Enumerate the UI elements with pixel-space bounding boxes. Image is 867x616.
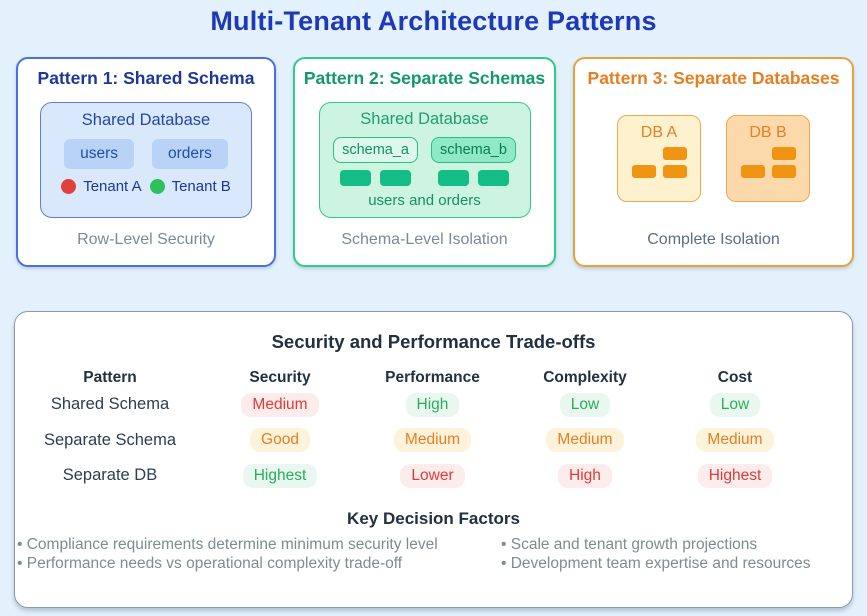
decision-item: • Performance needs vs operational compl… xyxy=(17,554,403,572)
decision-factors-columns: • Compliance requirements determine mini… xyxy=(15,535,852,573)
pattern-3-card: Pattern 3: Separate Databases DB A DB B xyxy=(573,57,854,267)
decision-item: • Development team expertise and resourc… xyxy=(501,554,811,572)
db-a-tables xyxy=(631,147,687,178)
tradeoffs-panel: Security and Performance Trade-offs Patt… xyxy=(14,311,853,608)
table-row: Shared Schema Medium High Low Low xyxy=(15,387,852,423)
table-icon xyxy=(340,170,372,186)
pattern-2-note: users and orders xyxy=(368,192,481,209)
pattern-1-caption: Row-Level Security xyxy=(77,231,215,248)
tenant-b-label: Tenant B xyxy=(171,178,231,195)
pattern-3-databases-row: DB A DB B xyxy=(617,115,810,202)
pattern-1-db-title: Shared Database xyxy=(81,111,211,129)
col-header-complexity: Complexity xyxy=(543,369,627,386)
value-pill: Highest xyxy=(242,463,318,488)
value-pill: Medium xyxy=(696,428,774,453)
schema-b-chip: schema_b xyxy=(431,137,516,163)
tradeoffs-header-row: Pattern Security Performance Complexity … xyxy=(15,369,852,387)
pattern-1-title: Pattern 1: Shared Schema xyxy=(37,68,255,88)
value-pill: Medium xyxy=(546,428,624,453)
db-b-tables xyxy=(740,147,796,178)
value-pill: Good xyxy=(250,428,310,453)
tenant-a-label: Tenant A xyxy=(83,178,142,195)
col-header-performance: Performance xyxy=(385,369,480,386)
decision-item: • Compliance requirements determine mini… xyxy=(17,535,438,553)
db-b-box: DB B xyxy=(726,115,810,202)
value-pill: Medium xyxy=(393,428,472,453)
schema-b-tables xyxy=(437,170,509,186)
value-pill: Medium xyxy=(241,392,319,417)
page-title: Multi-Tenant Architecture Patterns xyxy=(210,6,657,36)
table-row: Separate DB Highest Lower High Highest xyxy=(15,458,852,494)
decision-factors-title: Key Decision Factors xyxy=(347,508,520,528)
tenant-a-dot-icon xyxy=(61,179,77,194)
row-label: Separate DB xyxy=(62,466,158,485)
value-pill: Highest xyxy=(697,463,773,488)
pattern-1-shared-database-box: Shared Database users orders Tenant A Te… xyxy=(40,102,252,218)
pattern-1-card: Pattern 1: Shared Schema Shared Database… xyxy=(16,57,276,267)
db-b-label: DB B xyxy=(749,124,787,141)
row-label: Separate Schema xyxy=(43,430,177,449)
pattern-3-title: Pattern 3: Separate Databases xyxy=(587,68,840,88)
db-a-label: DB A xyxy=(640,124,678,141)
pattern-2-card: Pattern 2: Separate Schemas Shared Datab… xyxy=(293,57,556,267)
value-pill: High xyxy=(558,463,612,488)
pattern-3-caption: Complete Isolation xyxy=(647,231,780,248)
schema-a-tables xyxy=(340,170,412,186)
table-row: Separate Schema Good Medium Medium Mediu… xyxy=(15,423,852,459)
decision-factors-left: • Compliance requirements determine mini… xyxy=(17,535,501,573)
table-chip-orders: orders xyxy=(151,139,228,169)
pattern-2-title: Pattern 2: Separate Schemas xyxy=(303,68,546,88)
table-icon xyxy=(771,165,796,178)
col-header-cost: Cost xyxy=(717,369,753,386)
tradeoffs-title: Security and Performance Trade-offs xyxy=(271,331,596,352)
table-icon xyxy=(477,170,509,186)
schema-a-group: schema_a xyxy=(333,137,418,186)
pattern-2-db-title: Shared Database xyxy=(360,110,489,128)
value-pill: Low xyxy=(559,392,611,417)
table-icon xyxy=(380,170,412,186)
decision-factors-right: • Scale and tenant growth projections • … xyxy=(501,535,850,573)
tenant-b-dot-icon xyxy=(149,179,165,194)
schema-a-chip: schema_a xyxy=(333,137,418,163)
value-pill: Low xyxy=(709,392,761,417)
pattern-2-schemas-row: schema_a schema_b xyxy=(333,137,516,186)
schema-b-group: schema_b xyxy=(431,137,516,186)
tenant-legend: Tenant A Tenant B xyxy=(61,178,231,195)
patterns-row: Pattern 1: Shared Schema Shared Database… xyxy=(16,57,854,267)
value-pill: High xyxy=(405,392,460,417)
pattern-2-shared-database-box: Shared Database schema_a schema_b xyxy=(318,102,531,218)
value-pill: Lower xyxy=(400,463,465,488)
row-label: Shared Schema xyxy=(50,395,170,414)
table-icon xyxy=(437,170,469,186)
table-icon xyxy=(631,165,656,178)
table-icon xyxy=(771,147,796,160)
db-a-box: DB A xyxy=(617,115,701,202)
decision-item: • Scale and tenant growth projections xyxy=(501,535,758,553)
table-icon xyxy=(740,165,765,178)
table-icon xyxy=(662,147,687,160)
table-chip-users: users xyxy=(64,139,134,169)
col-header-security: Security xyxy=(249,369,311,386)
pattern-2-caption: Schema-Level Isolation xyxy=(341,231,508,248)
table-icon xyxy=(662,165,687,178)
pattern-1-tables-row: users orders xyxy=(64,139,228,169)
col-header-pattern: Pattern xyxy=(83,369,137,386)
